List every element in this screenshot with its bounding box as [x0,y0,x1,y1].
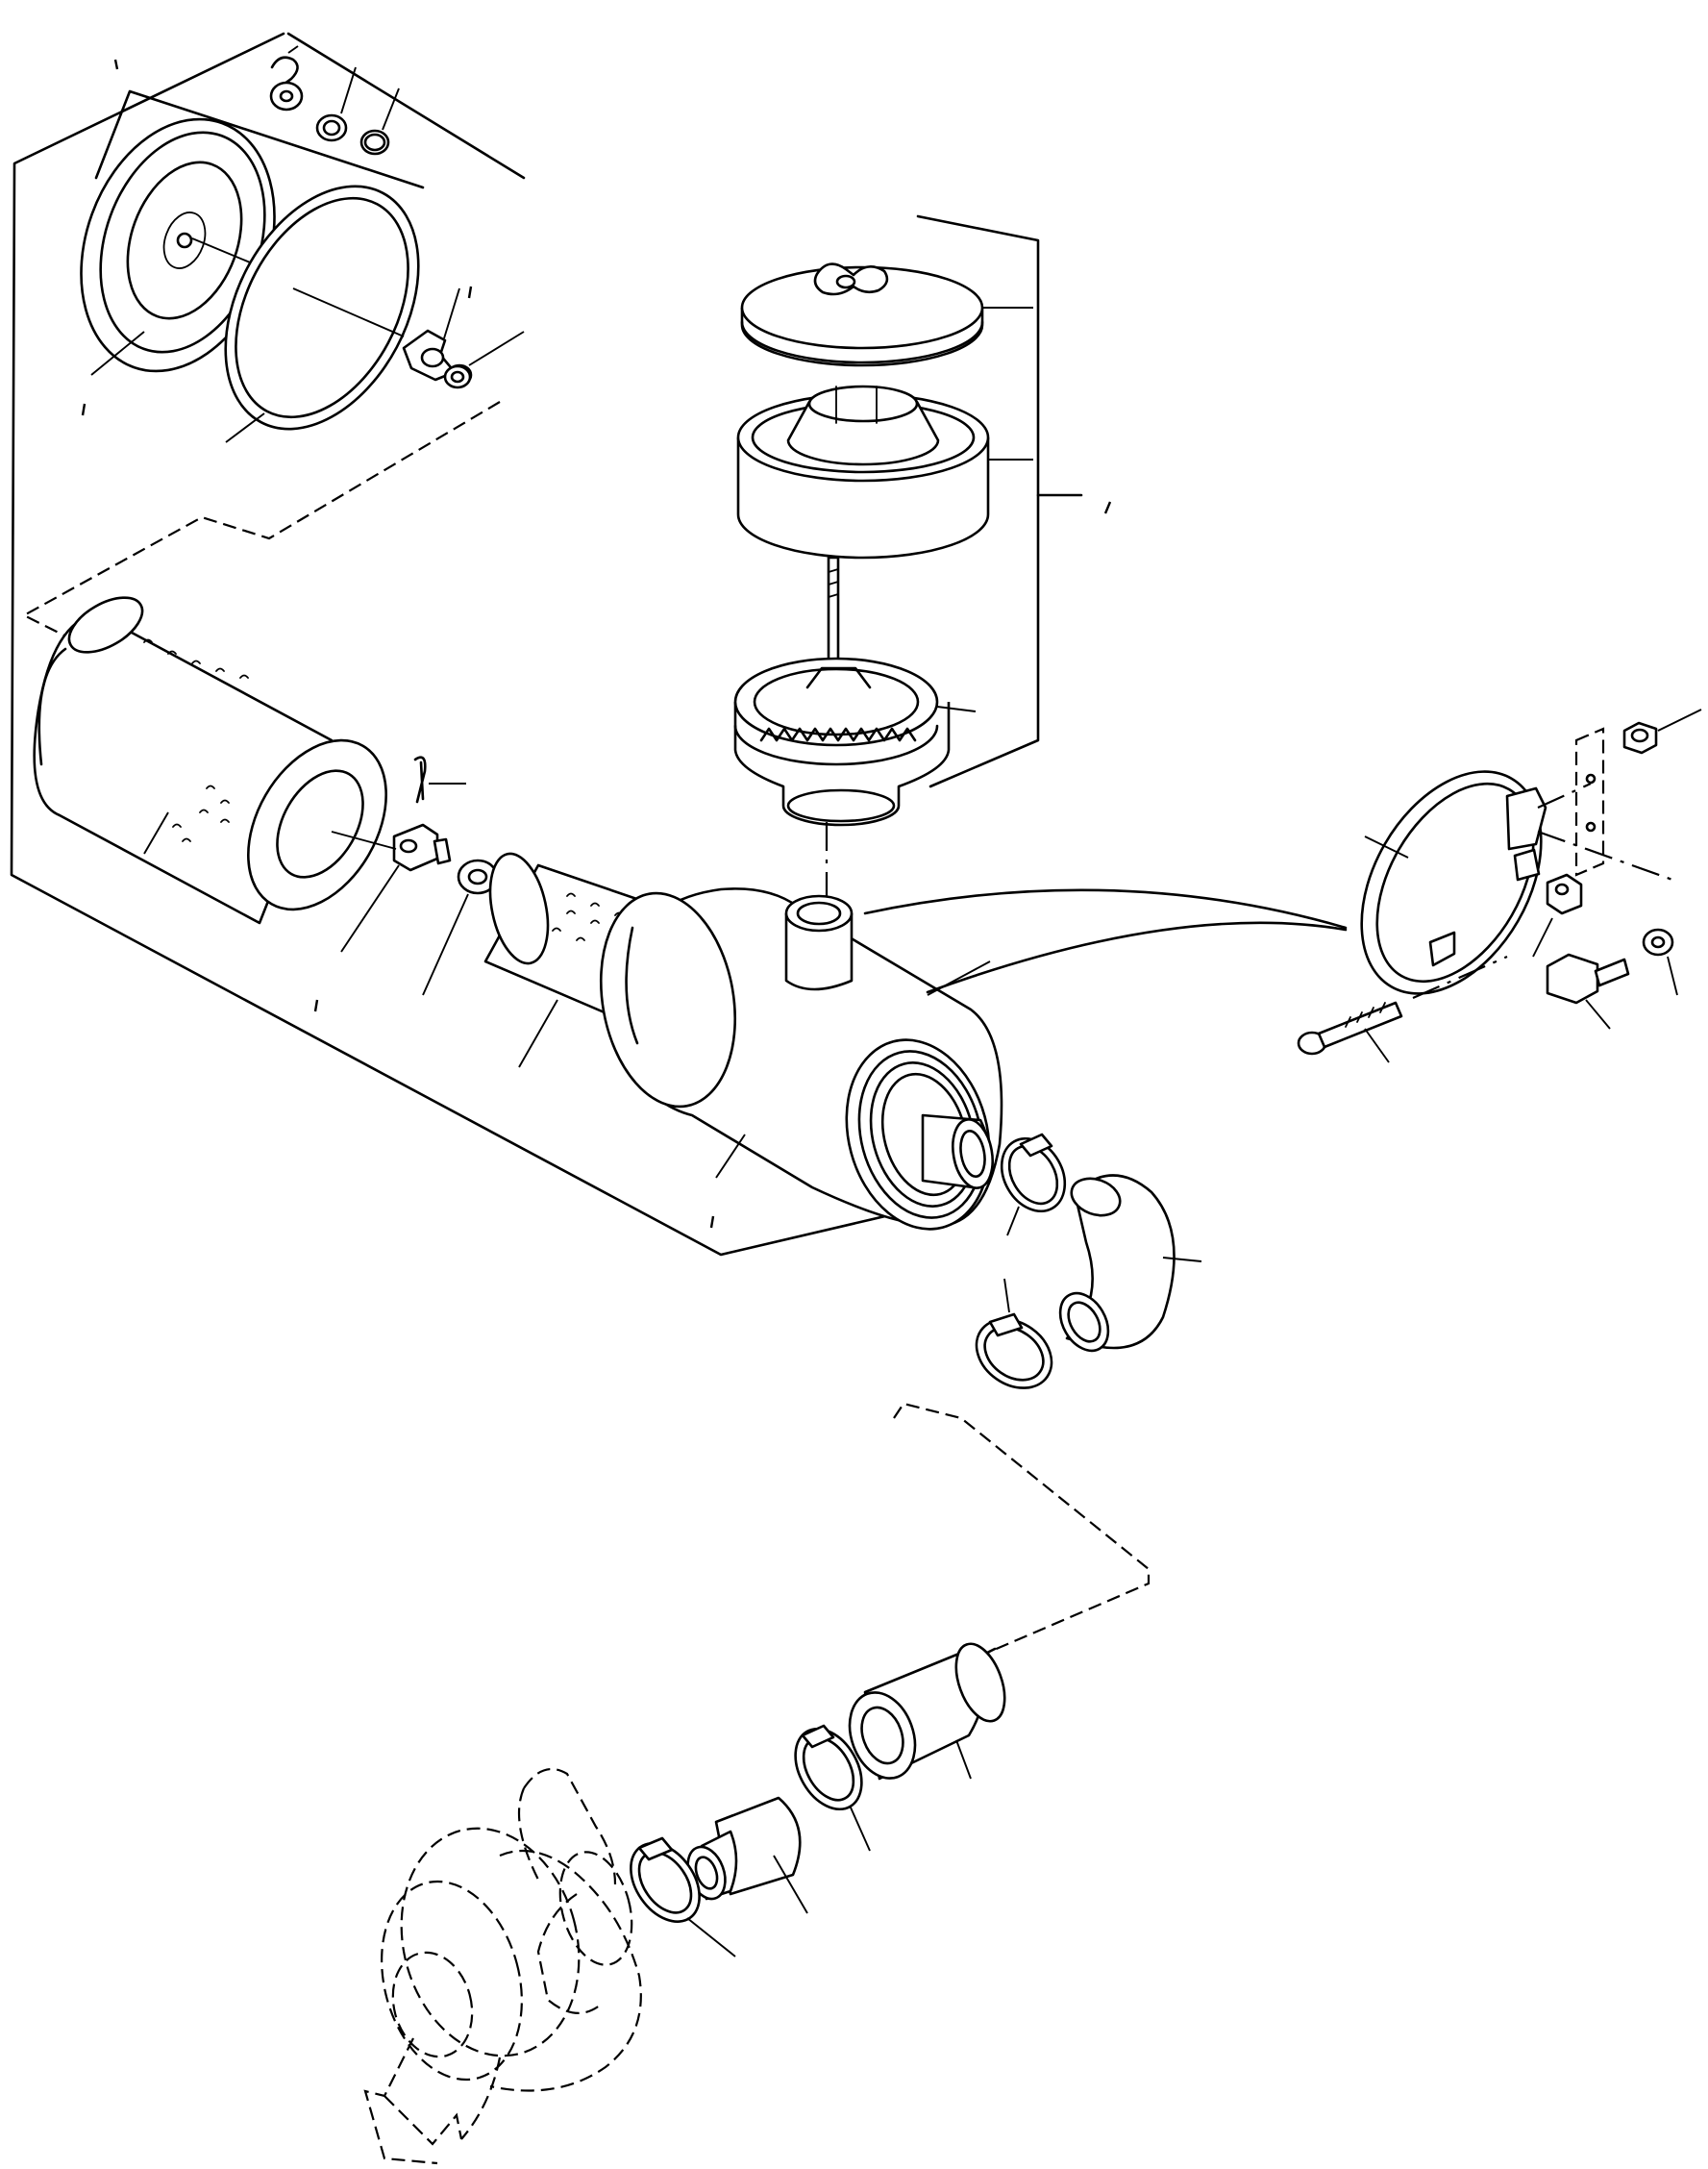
bracket-precleaner [916,214,1040,788]
bracket-hardware [94,89,425,189]
element-axis [331,831,397,850]
bracket-plate [1537,727,1673,882]
hose-clamp-mid[interactable] [782,1717,876,1852]
filter-body-part[interactable] [585,883,1010,1245]
intake-path-phantom [893,1402,1151,1656]
reducer-hose-part[interactable] [681,1796,808,1914]
cover-gasket-part[interactable] [186,153,458,461]
turbocharger-phantom [363,1767,642,2165]
mounting-band-part[interactable] [863,740,1578,1026]
precleaner-cover-part[interactable] [740,262,1033,367]
precleaner-vane-part[interactable] [733,556,977,827]
filter-cover-part[interactable] [48,92,309,399]
outer-element-part[interactable] [33,586,415,934]
hose-clamp-lower[interactable] [963,1278,1065,1402]
washer-part[interactable] [1642,928,1678,996]
ref-tick-element [313,999,319,1012]
hex-bolt-part[interactable] [1546,953,1630,1030]
square-nut-part[interactable] [1532,873,1583,958]
element-washer[interactable] [422,859,499,996]
cover-hardware[interactable] [90,45,525,443]
intake-pipe-part[interactable] [838,1637,1014,1787]
hose-clamp-upper[interactable] [989,1127,1077,1236]
elbow-hose-part[interactable] [1051,1172,1202,1359]
bracket-main-assembly [10,32,949,1257]
precleaner-bowl-part[interactable] [736,385,1033,560]
ref-tick-precleaner [1103,501,1112,514]
bracket-cover-top [286,32,526,180]
nut-part[interactable] [1622,709,1702,755]
reference-ticks-top [81,59,473,416]
ref-tick-body [709,1215,715,1229]
hose-clamp-turbo[interactable] [617,1831,736,1957]
cover-to-filter-phantom [21,401,501,640]
element-wing-nut[interactable] [340,756,466,953]
band-bolt-part[interactable] [1297,955,1508,1063]
